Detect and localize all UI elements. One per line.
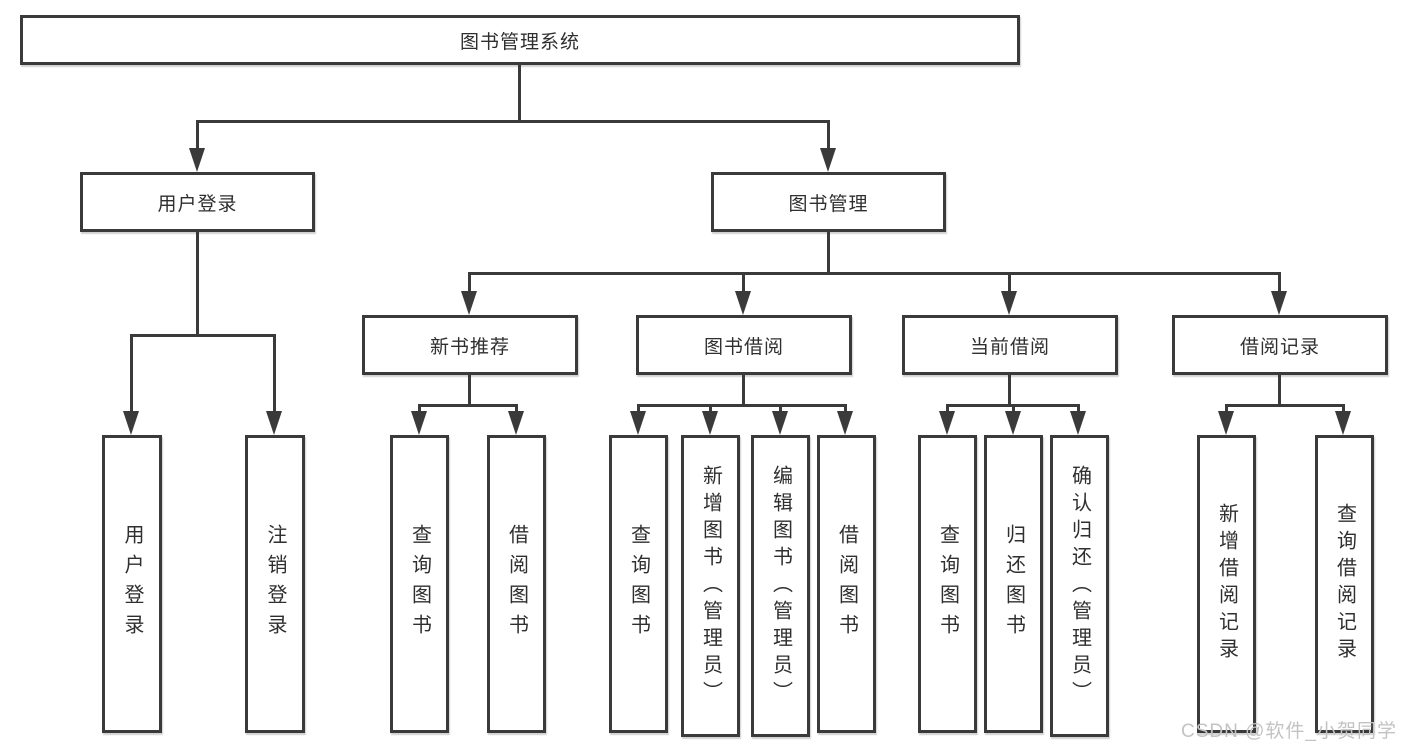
arrow-down-icon: [820, 148, 836, 172]
node-add-book-admin-label: 新增图书（管理员）: [699, 464, 722, 708]
node-query-books-borrowing: 查询图书: [609, 435, 668, 733]
connector-root-bus: [196, 120, 830, 123]
node-query-books-current: 查询图书: [918, 435, 977, 733]
connector-userlogin-stem: [196, 232, 199, 337]
node-user-login-label: 用户登录: [121, 524, 143, 644]
connector-bookmgmt-drop-4: [1278, 272, 1281, 293]
arrow-down-icon: [837, 411, 853, 435]
node-query-borrow-record: 查询借阅记录: [1315, 435, 1374, 733]
node-query-borrow-record-label: 查询借阅记录: [1333, 503, 1356, 665]
node-borrow-books-borrowing-label: 借阅图书: [835, 524, 858, 644]
node-confirm-return-admin: 确认归还（管理员）: [1050, 435, 1109, 737]
node-add-borrow-record: 新增借阅记录: [1197, 435, 1256, 733]
node-edit-book-admin: 编辑图书（管理员）: [751, 435, 810, 737]
node-user-login: 用户登录: [102, 435, 162, 733]
connector-root-drop-right: [827, 120, 830, 150]
connector-root-stem: [518, 65, 521, 122]
node-library-system-label: 图书管理系统: [459, 31, 580, 53]
node-borrow-books-recommend-label: 借阅图书: [505, 524, 528, 644]
connector-bookmgmt-drop-1: [468, 272, 471, 293]
arrow-down-icon: [461, 291, 477, 315]
node-current-borrowing: 当前借阅: [902, 315, 1118, 375]
node-add-book-admin: 新增图书（管理员）: [681, 435, 740, 737]
connector-bookmgmt-drop-2: [742, 272, 745, 293]
node-confirm-return-admin-label: 确认归还（管理员）: [1068, 464, 1091, 708]
arrow-down-icon: [411, 411, 427, 435]
connector-bookmgmt-bus: [468, 272, 1281, 275]
arrow-down-icon: [189, 148, 205, 172]
connector-current-stem: [1008, 375, 1011, 407]
node-return-book: 归还图书: [984, 435, 1043, 733]
node-book-management-branch-label: 图书管理: [788, 193, 869, 215]
connector-borrowing-bus: [637, 404, 847, 407]
connector-bookmgmt-drop-3: [1008, 272, 1011, 293]
arrow-down-icon: [508, 411, 524, 435]
arrow-down-icon: [772, 411, 788, 435]
connector-current-drop-3: [1077, 404, 1080, 414]
node-query-books-recommend-label: 查询图书: [408, 524, 431, 644]
arrow-down-icon: [735, 291, 751, 315]
node-borrow-books-borrowing: 借阅图书: [817, 435, 876, 733]
connector-recommend-bus: [418, 404, 518, 407]
connector-current-drop-2: [1012, 404, 1015, 414]
arrow-down-icon: [939, 411, 955, 435]
connector-recommend-stem: [468, 375, 471, 407]
node-new-book-recommendation-label: 新书推荐: [429, 336, 510, 358]
arrow-down-icon: [1001, 291, 1017, 315]
connector-borrowing-drop-1: [637, 404, 640, 414]
node-borrowing-records-label: 借阅记录: [1239, 336, 1320, 358]
node-add-borrow-record-label: 新增借阅记录: [1215, 503, 1238, 665]
connector-recommend-drop-2: [515, 404, 518, 414]
node-user-login-branch-label: 用户登录: [157, 193, 238, 215]
node-logout-label: 注销登录: [264, 524, 286, 644]
connector-root-drop-left: [196, 120, 199, 150]
node-current-borrowing-label: 当前借阅: [969, 336, 1050, 358]
arrow-down-icon: [1335, 411, 1351, 435]
node-return-book-label: 归还图书: [1002, 524, 1025, 644]
arrow-down-icon: [1005, 411, 1021, 435]
connector-userlogin-drop-2: [273, 334, 276, 413]
connector-borrowing-drop-2: [709, 404, 712, 414]
arrow-down-icon: [123, 411, 139, 435]
node-edit-book-admin-label: 编辑图书（管理员）: [769, 464, 792, 708]
connector-userlogin-bus: [130, 334, 276, 337]
connector-records-stem: [1278, 375, 1281, 407]
arrow-down-icon: [630, 411, 646, 435]
node-user-login-branch: 用户登录: [80, 172, 315, 232]
node-book-management-branch: 图书管理: [711, 172, 946, 232]
connector-recommend-drop-1: [418, 404, 421, 414]
arrow-down-icon: [702, 411, 718, 435]
node-logout: 注销登录: [245, 435, 305, 733]
arrow-down-icon: [1271, 291, 1287, 315]
node-query-books-current-label: 查询图书: [936, 524, 959, 644]
node-book-borrowing-label: 图书借阅: [703, 336, 784, 358]
connector-borrowing-stem: [742, 375, 745, 407]
node-book-borrowing: 图书借阅: [636, 315, 852, 375]
connector-records-drop-1: [1225, 404, 1228, 414]
node-borrow-books-recommend: 借阅图书: [487, 435, 546, 733]
connector-records-bus: [1225, 404, 1345, 407]
connector-userlogin-drop-1: [130, 334, 133, 413]
node-query-books-borrowing-label: 查询图书: [627, 524, 650, 644]
node-library-system: 图书管理系统: [20, 15, 1020, 65]
node-new-book-recommendation: 新书推荐: [362, 315, 578, 375]
connector-current-drop-1: [946, 404, 949, 414]
connector-borrowing-drop-3: [779, 404, 782, 414]
node-query-books-recommend: 查询图书: [390, 435, 449, 733]
connector-bookmgmt-stem: [827, 232, 830, 274]
node-borrowing-records: 借阅记录: [1172, 315, 1388, 375]
connector-records-drop-2: [1342, 404, 1345, 414]
arrow-down-icon: [1070, 411, 1086, 435]
arrow-down-icon: [266, 411, 282, 435]
arrow-down-icon: [1218, 411, 1234, 435]
watermark-text: CSDN @软件_小贺同学: [1181, 721, 1397, 742]
connector-borrowing-drop-4: [844, 404, 847, 414]
